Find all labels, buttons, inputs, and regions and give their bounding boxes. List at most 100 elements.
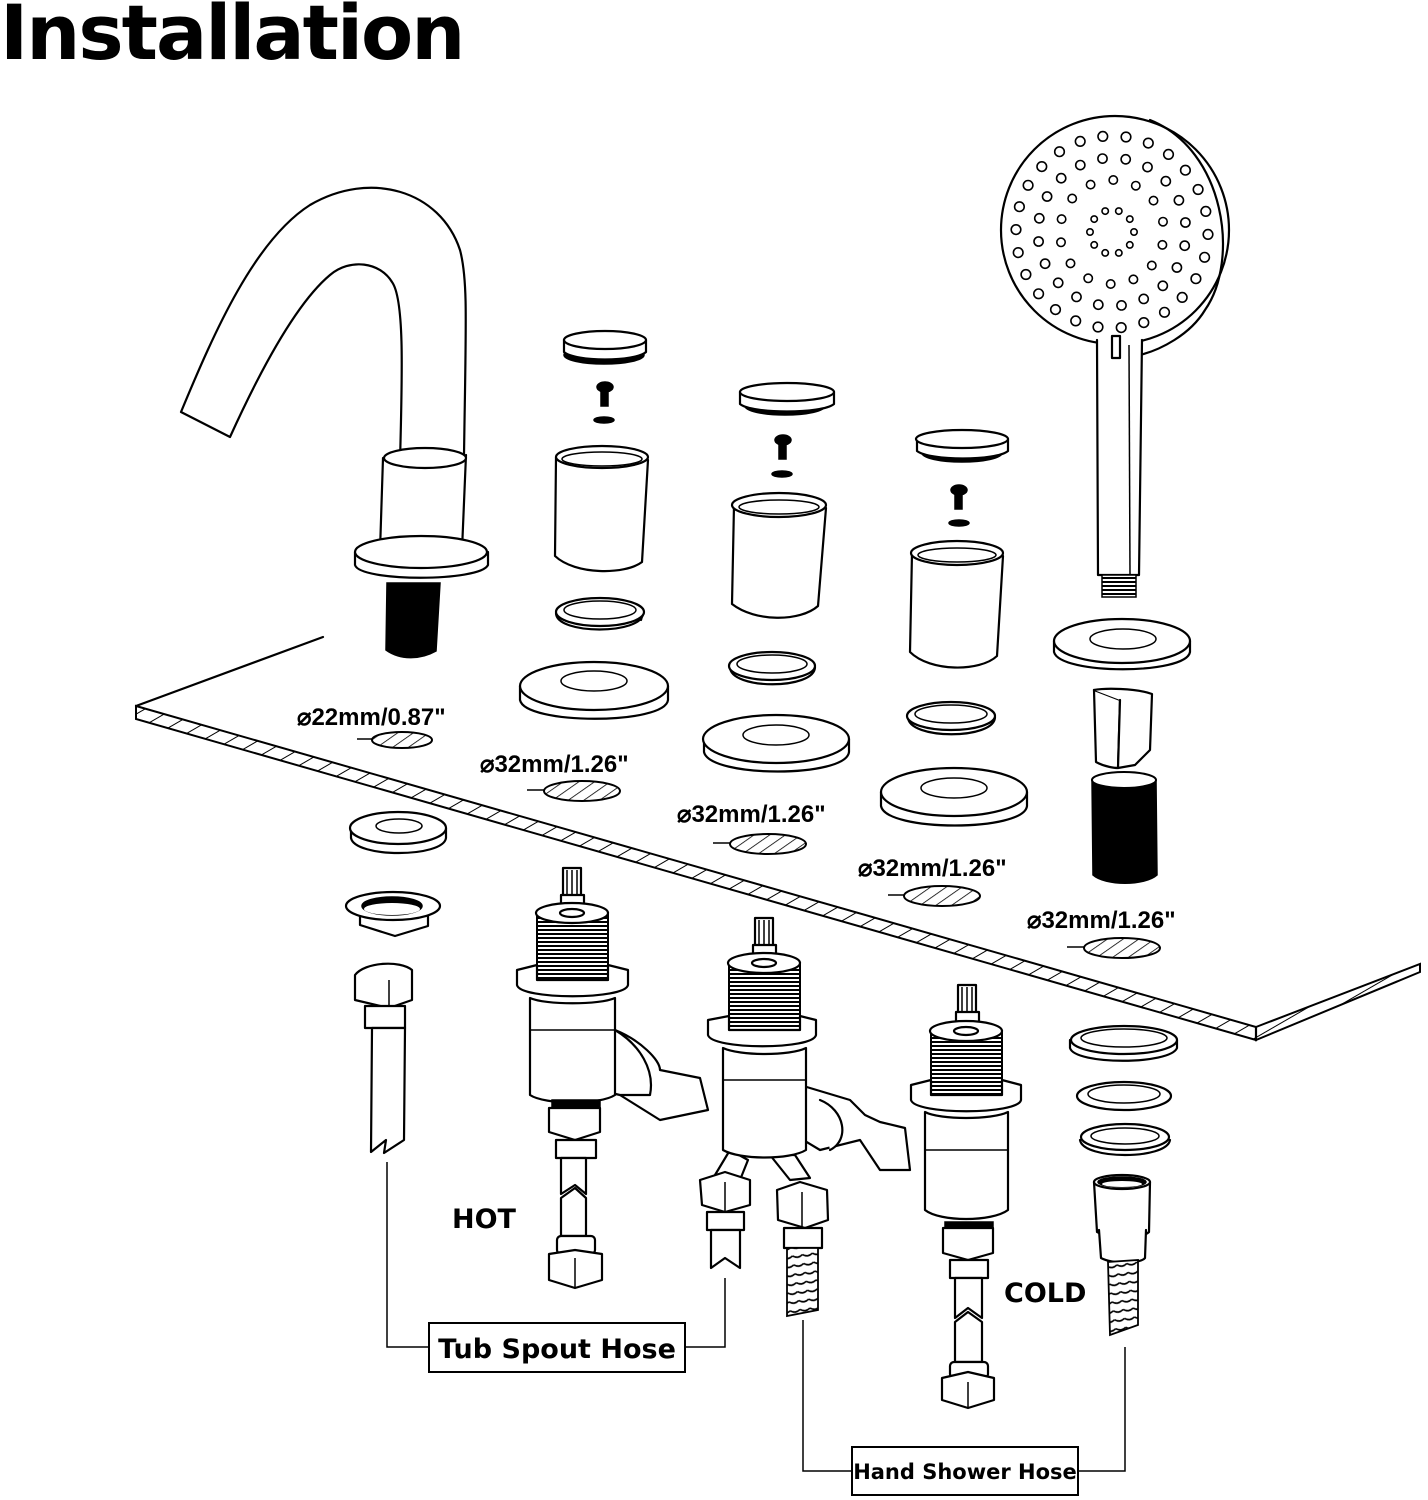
hand-shower: [999, 114, 1231, 598]
spray-nozzle: [1173, 194, 1185, 206]
spray-nozzle: [1171, 262, 1183, 273]
dimension-hot: ⌀32mm/1.26": [480, 751, 629, 802]
spray-nozzle: [1053, 146, 1066, 158]
escutcheon-washer: [879, 766, 1029, 827]
spray-nozzle: [1202, 228, 1214, 240]
spray-nozzle: [1142, 137, 1154, 149]
hot-valve: [515, 866, 630, 1290]
spray-nozzle: [1179, 240, 1191, 252]
tub-spout-hose-end: [353, 962, 414, 1155]
spray-nozzle: [1125, 215, 1134, 224]
spray-nozzle: [1160, 175, 1172, 187]
hand-shower-hose-label-box: Hand Shower Hose: [851, 1446, 1079, 1496]
spray-nozzle: [1086, 228, 1095, 237]
spout-under-deck-parts: [344, 810, 448, 1155]
spray-nozzle: [1138, 317, 1150, 329]
page-title: Installation: [0, 0, 465, 77]
deck-plate: [134, 635, 1421, 1042]
dimension-label: ⌀32mm/1.26": [858, 855, 1007, 882]
hand-shower-hose-label: Hand Shower Hose: [853, 1460, 1077, 1484]
dimension-diverter: ⌀32mm/1.26": [677, 801, 826, 855]
spray-nozzle: [1116, 299, 1127, 311]
spray-nozzle: [1158, 306, 1171, 318]
spray-nozzle: [1074, 135, 1086, 147]
spray-nozzle: [1158, 216, 1169, 227]
spout-nut: [344, 890, 442, 938]
spray-nozzle: [1097, 153, 1108, 164]
spray-nozzle: [1176, 291, 1188, 304]
shower-under-deck-parts: [1068, 1024, 1179, 1337]
spray-nozzle: [1138, 293, 1150, 305]
spray-nozzle: [1142, 161, 1153, 173]
spray-nozzle: [1083, 273, 1094, 284]
spray-nozzle: [1114, 248, 1123, 257]
spray-nozzle: [1120, 153, 1132, 165]
spray-nozzle: [1157, 280, 1169, 292]
handle-cap: [562, 329, 648, 365]
tub-spout-hose-label: Tub Spout Hose: [438, 1334, 676, 1365]
tub-spout: [179, 186, 490, 659]
spray-nozzle: [1041, 191, 1053, 202]
shower-gasket: [1075, 1080, 1173, 1112]
spray-nozzle: [1190, 273, 1202, 285]
spray-nozzle: [1128, 274, 1139, 285]
spray-nozzle: [1148, 195, 1159, 206]
handle-sleeve: [908, 539, 1005, 669]
spray-nozzle: [1065, 258, 1076, 269]
spray-nozzle: [1115, 322, 1127, 334]
hand-shower-leader-lines: [802, 1320, 1126, 1472]
retaining-nut: [905, 700, 997, 736]
handle-cap: [914, 428, 1010, 463]
shower-washer: [1068, 1024, 1179, 1062]
spray-nozzle: [1179, 164, 1191, 176]
spray-nozzle: [1162, 148, 1175, 160]
spray-nozzle: [1120, 131, 1132, 143]
spray-nozzle: [1097, 130, 1109, 142]
set-screw-icon: [771, 434, 793, 478]
spray-nozzle: [1092, 299, 1104, 311]
tub-spout-leader-lines: [386, 1162, 726, 1348]
spray-nozzle: [1032, 288, 1045, 300]
spray-nozzle: [1085, 179, 1096, 190]
spray-nozzle: [1157, 239, 1168, 250]
spray-nozzle: [1125, 240, 1134, 249]
spray-nozzle: [1071, 291, 1082, 303]
spray-nozzle: [1070, 315, 1082, 327]
spray-nozzle: [1130, 180, 1141, 191]
dimension-spout: ⌀22mm/0.87": [297, 704, 446, 749]
spray-nozzle: [1049, 304, 1062, 316]
dimension-label: ⌀22mm/0.87": [297, 704, 446, 731]
spray-nozzle: [1036, 161, 1048, 173]
spout-washer: [348, 810, 448, 855]
hose-connector: [1092, 1173, 1152, 1337]
handle-cap: [738, 381, 836, 416]
hot-label: HOT: [452, 1204, 517, 1235]
spray-nozzle: [1052, 277, 1064, 289]
spray-nozzle: [1010, 224, 1022, 236]
spray-nozzle: [1130, 228, 1139, 237]
spray-nozzle: [1114, 207, 1123, 216]
cold-handle: [879, 428, 1029, 827]
spray-nozzle: [1067, 193, 1078, 204]
spray-nozzle: [1108, 175, 1119, 186]
cold-valve: [909, 983, 1023, 1410]
spray-nozzle: [1101, 207, 1110, 216]
hot-handle: [518, 329, 670, 720]
spray-nozzle: [1056, 237, 1067, 248]
spray-nozzle: [1101, 248, 1110, 257]
spray-nozzle: [1198, 251, 1211, 263]
dimension-label: ⌀32mm/1.26": [1027, 907, 1176, 934]
shower-nut: [1078, 1122, 1172, 1157]
spray-nozzle: [1146, 260, 1157, 271]
spray-nozzle: [1090, 215, 1099, 224]
spray-nozzle: [1020, 268, 1032, 281]
spray-nozzle: [1090, 240, 1099, 249]
spray-nozzle: [1200, 205, 1212, 217]
spray-nozzle: [1055, 172, 1067, 184]
split-sleeve: [1092, 687, 1154, 770]
shower-escutcheon: [1052, 617, 1192, 671]
spray-nozzle: [1092, 321, 1104, 333]
spray-nozzle: [1033, 212, 1045, 224]
handle-sleeve: [553, 444, 650, 573]
spray-nozzle: [1105, 278, 1116, 289]
